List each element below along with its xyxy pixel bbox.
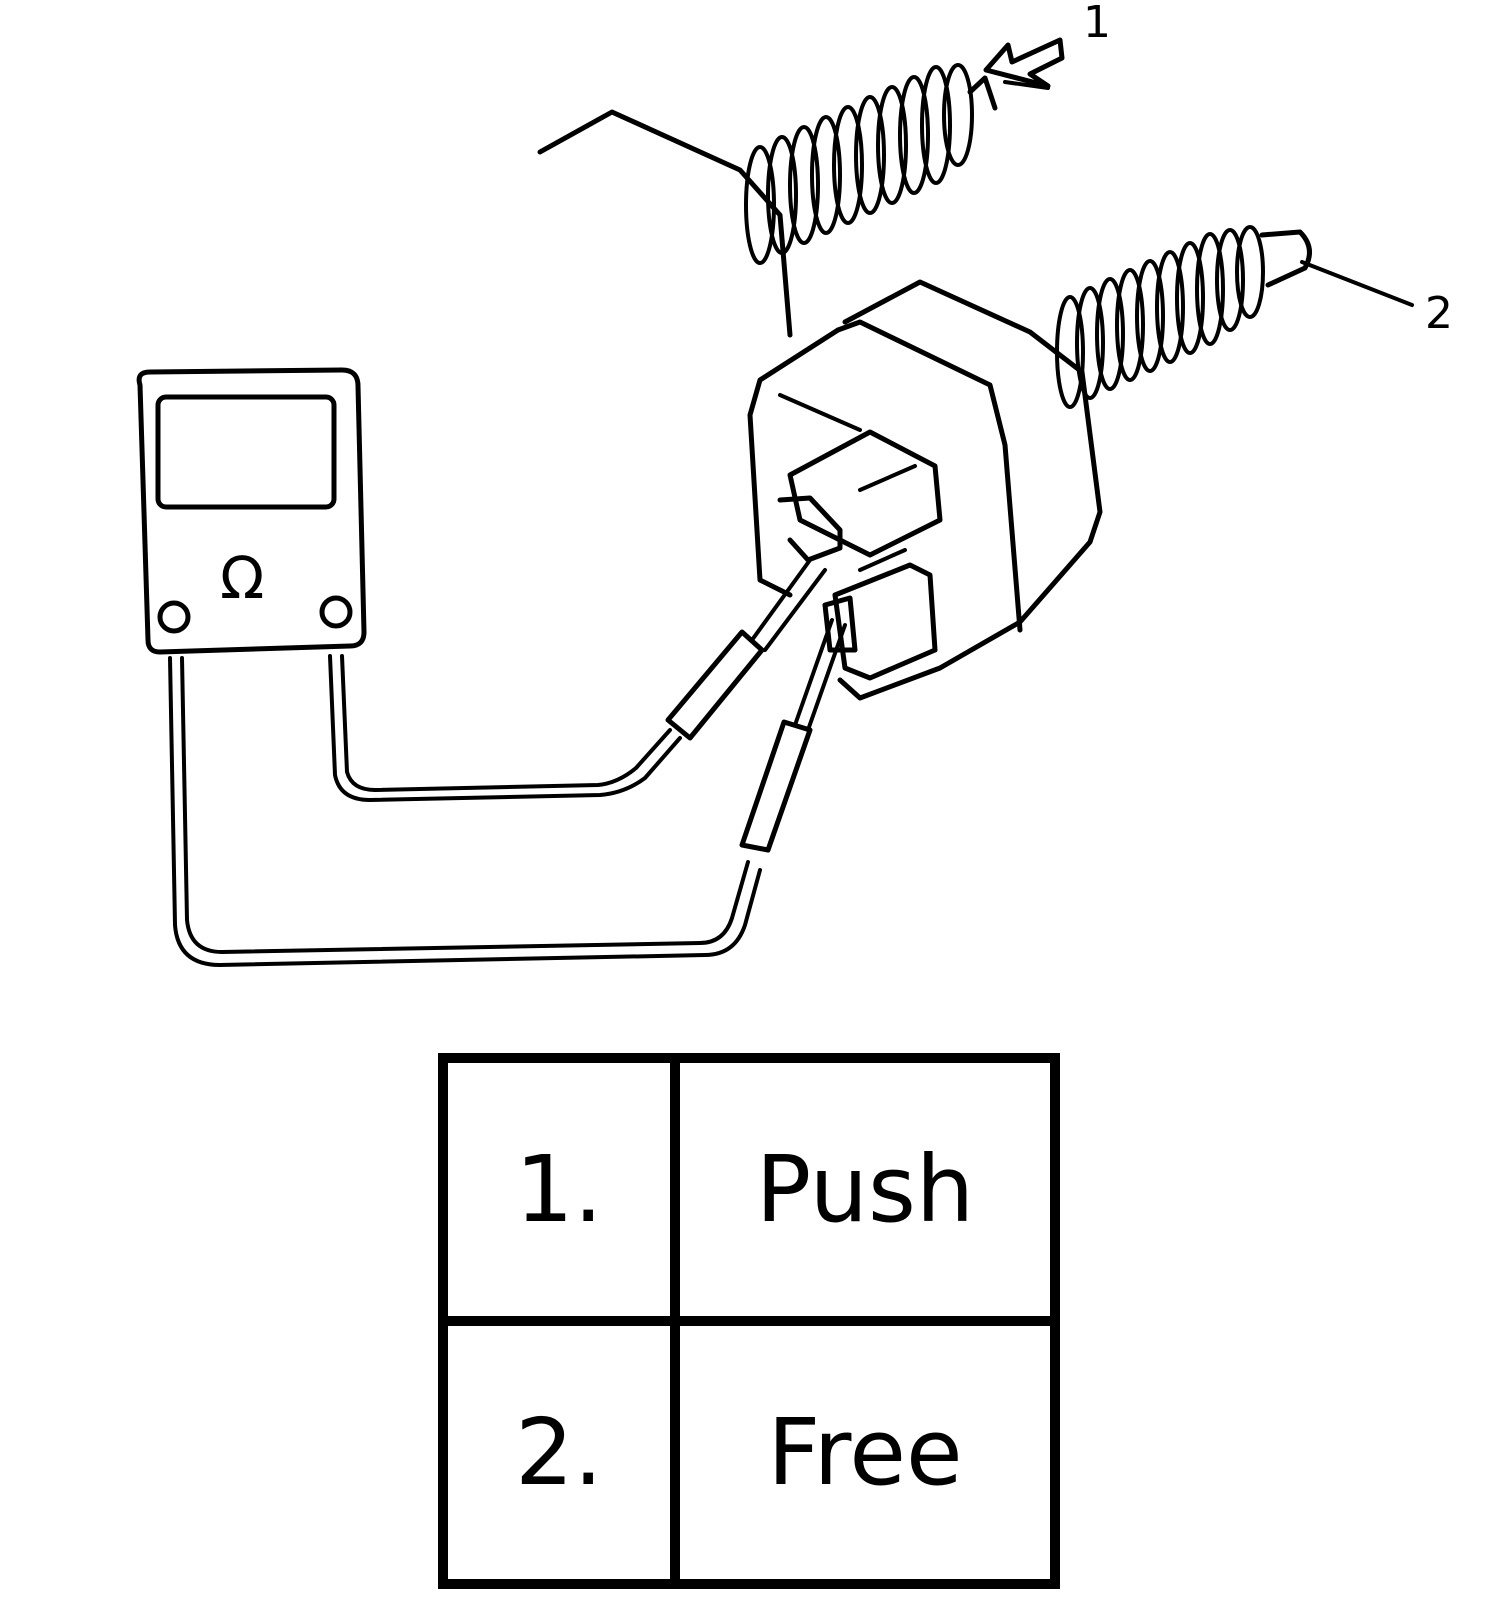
- ohmmeter-icon: Ω: [136, 367, 367, 655]
- callout-2-leader: [1300, 260, 1414, 307]
- callout-2-label: 2: [1425, 288, 1453, 339]
- table-row: 2. Free: [438, 1316, 1060, 1589]
- legend-table: 1. Push 2. Free: [438, 1053, 1060, 1589]
- callout-1-label: 1: [1083, 0, 1111, 48]
- legend-text-2: Free: [670, 1316, 1060, 1589]
- diagram-svg: 1: [136, 0, 1453, 967]
- table-row: 1. Push: [438, 1053, 1060, 1326]
- bracket-outline: [537, 109, 793, 338]
- spring-icon: [744, 63, 998, 265]
- meter-symbol: Ω: [220, 544, 264, 612]
- legend-number-2: 2.: [438, 1316, 680, 1589]
- legend-text-1: Push: [670, 1053, 1060, 1326]
- switch-icon: [747, 225, 1312, 701]
- test-lead-lower: [168, 618, 847, 967]
- arrow-icon: [983, 37, 1065, 90]
- switch-test-diagram: 1: [136, 0, 1453, 967]
- legend-number-1: 1.: [438, 1053, 680, 1326]
- test-lead-upper: [328, 558, 827, 802]
